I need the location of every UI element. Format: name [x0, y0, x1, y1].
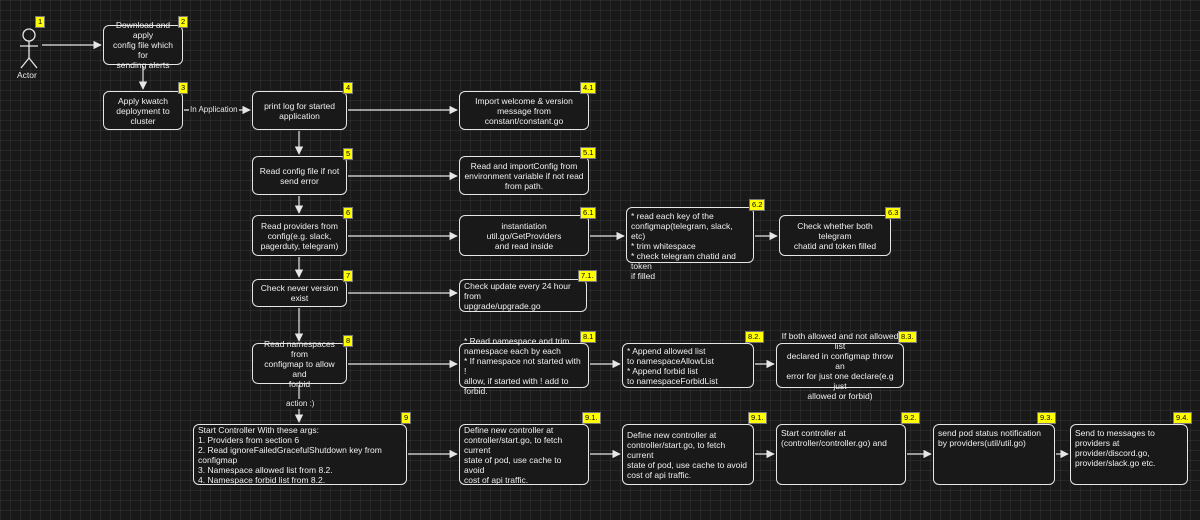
- step-3-apply-deployment[interactable]: Apply kwatch deployment to cluster: [103, 91, 183, 130]
- step-6-1-get-providers[interactable]: instantiation util.go/GetProviders and r…: [459, 215, 589, 256]
- step-7-1-badge: 7.1.: [578, 270, 597, 282]
- step-6-1-badge: 6.1: [580, 207, 597, 219]
- step-3-badge: 3: [178, 82, 189, 94]
- step-5-1-badge: 5.1: [580, 147, 597, 159]
- step-9-1-copy-badge: 9.1.: [748, 412, 767, 424]
- step-8-1-trim-namespaces[interactable]: * Read namespace and trim namespace each…: [459, 336, 589, 396]
- step-8-read-namespaces[interactable]: Read namespaces from configmap to allow …: [252, 339, 347, 389]
- step-9-4-badge: 9.4.: [1173, 412, 1192, 424]
- edge-label-action: action :): [285, 399, 316, 409]
- step-8-3-badge: 8.3.: [898, 331, 917, 343]
- step-9-1-define-controller[interactable]: Define new controller at controller/star…: [459, 424, 589, 485]
- step-9-1-define-controller-copy[interactable]: Define new controller at controller/star…: [622, 424, 754, 485]
- actor-badge: 1: [35, 16, 46, 28]
- step-7-1-check-update[interactable]: Check update every 24 hour from upgrade/…: [459, 279, 587, 312]
- step-9-1-badge: 9.1.: [582, 412, 601, 424]
- step-9-start-controller[interactable]: Start Controller With these args: 1. Pro…: [193, 424, 407, 485]
- step-5-read-config[interactable]: Read config file if not send error: [252, 156, 347, 195]
- step-6-3-check-telegram[interactable]: Check whether both telegram chatid and t…: [779, 215, 891, 256]
- step-7-check-version[interactable]: Check never version exist: [252, 279, 347, 307]
- step-2-download-config[interactable]: Download and apply config file which for…: [103, 20, 183, 70]
- step-9-3-badge: 9.3.: [1037, 412, 1056, 424]
- step-6-2-badge: 6.2: [749, 199, 766, 211]
- step-9-badge: 9: [401, 412, 412, 424]
- edge-label-in-application: In Application: [189, 105, 239, 115]
- actor-label: Actor: [17, 70, 37, 80]
- step-6-read-providers[interactable]: Read providers from config(e.g. slack, p…: [252, 215, 347, 256]
- actor-figure-icon: [20, 28, 38, 69]
- step-6-2-read-configmap-keys[interactable]: * read each key of the configmap(telegra…: [626, 207, 754, 281]
- step-4-print-log[interactable]: print log for started application: [252, 91, 347, 130]
- step-8-badge: 8: [343, 335, 354, 347]
- step-4-badge: 4: [343, 82, 354, 94]
- step-9-2-start-controller[interactable]: Start controller at (controller/controll…: [776, 424, 906, 485]
- step-8-2-append-lists[interactable]: * Append allowed list to namespaceAllowL…: [622, 343, 754, 388]
- step-4-1-import-welcome[interactable]: Import welcome & version message from co…: [459, 91, 589, 130]
- step-5-1-import-env-config[interactable]: Read and importConfig from environment v…: [459, 156, 589, 195]
- step-8-1-badge: 8.1: [580, 331, 597, 343]
- step-9-3-send-notification[interactable]: send pod status notification by provider…: [933, 424, 1055, 485]
- step-6-badge: 6: [343, 207, 354, 219]
- step-8-2-badge: 8.2.: [745, 331, 764, 343]
- step-8-3-check-both-lists[interactable]: If both allowed and not allowed list dec…: [776, 331, 904, 401]
- step-5-badge: 5: [343, 148, 354, 160]
- step-7-badge: 7: [343, 270, 354, 282]
- step-9-2-badge: 9.2.: [901, 412, 920, 424]
- step-2-badge: 2: [178, 16, 189, 28]
- step-9-4-send-messages[interactable]: Send to messages to providers at provide…: [1070, 424, 1188, 485]
- step-6-3-badge: 6.3: [885, 207, 902, 219]
- step-4-1-badge: 4.1: [580, 82, 597, 94]
